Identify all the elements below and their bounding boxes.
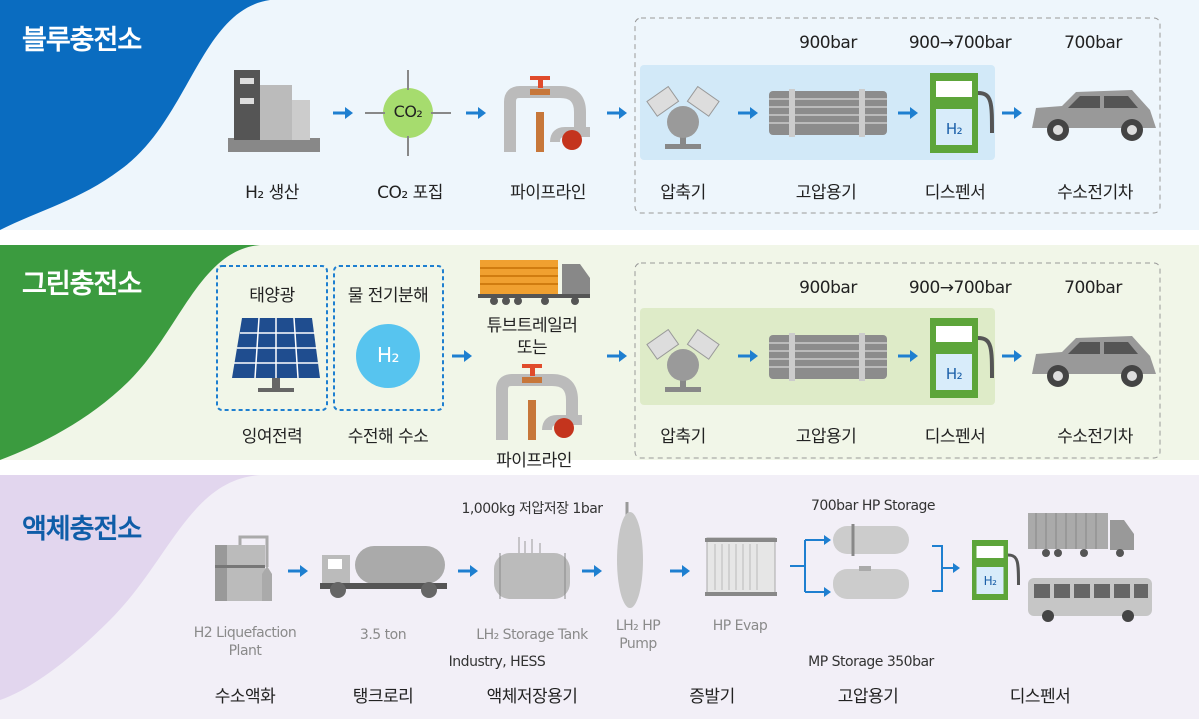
step-label: 수소전기차 [1057, 183, 1133, 203]
tube-trailer-icon [478, 260, 590, 305]
h2-circle-label: H₂ [376, 343, 400, 367]
lh2-pump-icon [617, 502, 643, 608]
gray-label: Pump [619, 636, 657, 652]
pipeline-label: 파이프라인 [496, 451, 572, 471]
h2-icon-label: H₂ [983, 574, 997, 588]
gray-label: H2 Liquefaction [193, 625, 297, 641]
step-label: 액체저장용기 [486, 687, 578, 707]
gray-label: 3.5 ton [359, 627, 407, 643]
pressure-label: 900→700bar [908, 33, 1012, 53]
box-caption: 수전해 수소 [347, 427, 429, 447]
box-caption: 잉여전력 [241, 427, 303, 447]
solar-panel-icon [232, 317, 320, 392]
bus-icon [1028, 578, 1152, 622]
step-label: 압축기 [660, 183, 706, 203]
blue-station-title: 블루충전소 [22, 25, 142, 56]
gray-label: LH₂ Storage Tank [476, 627, 588, 643]
liquid-station-title: 액체충전소 [22, 514, 142, 545]
co2-icon-label: CO₂ [393, 102, 423, 121]
tank-lorry-icon [320, 546, 447, 598]
gray-label: HP Evap [712, 618, 768, 634]
h2-circle-icon [356, 324, 420, 388]
step-label: CO₂ 포집 [377, 183, 443, 203]
step-label: 고압용기 [795, 427, 857, 447]
step-label: 고압용기 [795, 183, 857, 203]
hp-evaporator-icon [705, 537, 777, 596]
truck-icon [1028, 513, 1134, 557]
step-label: 디스펜서 [924, 427, 986, 447]
gray-label: Plant [228, 643, 262, 659]
high-pressure-tank-icon [768, 88, 888, 138]
pressure-label: 900→700bar [908, 278, 1012, 298]
step-label: 탱크로리 [352, 687, 414, 707]
pressure-label: 700bar [1064, 278, 1122, 298]
note-label: Industry, HESS [448, 654, 546, 670]
note-label: 700bar HP Storage [810, 498, 936, 514]
gray-label: LH₂ HP [615, 618, 661, 634]
h2-icon-label: H₂ [945, 120, 963, 138]
note-label: MP Storage 350bar [808, 654, 934, 670]
step-label: 증발기 [689, 687, 735, 707]
box-label: 태양광 [249, 286, 295, 306]
step-label: 디스펜서 [1009, 687, 1071, 707]
green-station-title: 그린충전소 [22, 269, 142, 300]
tube-trailer-label: 튜브트레일러 [486, 316, 578, 336]
box-label: 물 전기분해 [347, 286, 429, 306]
step-label: 파이프라인 [510, 183, 586, 203]
hp-storage-icon [833, 524, 909, 599]
lh2-storage-tank-icon [494, 537, 570, 599]
step-label: 압축기 [660, 427, 706, 447]
step-label: 수소액화 [214, 687, 276, 707]
pressure-label: 900bar [799, 278, 857, 298]
h2-production-icon [228, 70, 320, 152]
step-label: 고압용기 [837, 687, 899, 707]
step-label: 수소전기차 [1057, 427, 1133, 447]
co2-capture-icon [365, 70, 451, 156]
liquefaction-plant-icon [215, 535, 272, 601]
or-label: 또는 [516, 338, 548, 358]
pressure-label: 700bar [1064, 33, 1122, 53]
h2-icon-label: H₂ [945, 365, 963, 383]
pressure-label: 900bar [799, 33, 857, 53]
note-label: 1,000kg 저압저장 1bar [461, 501, 603, 517]
step-label: 디스펜서 [924, 183, 986, 203]
high-pressure-tank-icon [768, 332, 888, 382]
step-label: H₂ 생산 [245, 183, 299, 203]
